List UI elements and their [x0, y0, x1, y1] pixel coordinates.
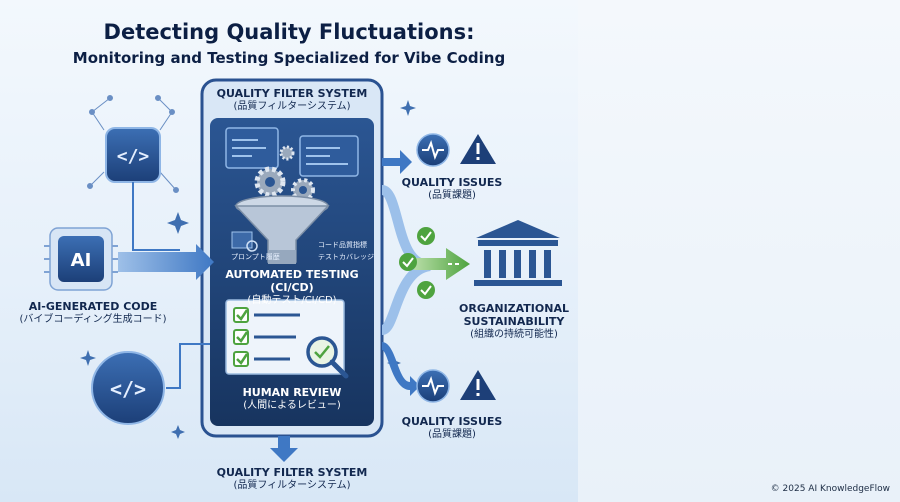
filter-system-bottom-en: QUALITY FILTER SYSTEM [216, 466, 368, 479]
magnifier-icon [246, 240, 258, 252]
institution-icon [474, 220, 562, 286]
gear-icon [279, 145, 295, 161]
filter-system-bottom-ja: (品質フィルターシステム) [233, 480, 351, 491]
ai-generated-code-en: AI-GENERATED CODE [28, 300, 158, 313]
output-arrow-bottom [382, 342, 420, 396]
human-review-label: HUMAN REVIEW (人間によるレビュー) [210, 386, 374, 412]
gear-icon [291, 178, 315, 202]
network-dots [87, 95, 179, 193]
code-icon-glyph: </> [110, 377, 146, 401]
org-line1: ORGANIZATIONAL [459, 302, 569, 315]
code-icon-glyph: </> [117, 146, 150, 167]
gear-icon [254, 166, 286, 198]
green-arrow [414, 248, 470, 280]
automated-testing-ja: (自動テスト/CI/CD) [247, 295, 337, 306]
pulse-icon [416, 133, 450, 167]
test-coverage-label: テストカバレッジ [318, 253, 374, 261]
warning-icon [460, 370, 496, 400]
code-window-icon [225, 127, 279, 169]
human-review-ja: (人間によるレビュー) [243, 400, 341, 411]
automated-testing-label: AUTOMATED TESTING (CI/CD) (自動テスト/CI/CD) [210, 268, 374, 307]
connector-line [166, 343, 210, 389]
quality-issues-top-en: QUALITY ISSUES [401, 176, 503, 189]
code-icon [91, 351, 165, 425]
organizational-sustainability-label: ORGANIZATIONAL SUSTAINABILITY (組織の持続可能性) [452, 302, 576, 341]
ai-chip-label: AI [71, 250, 92, 271]
connector-line [132, 182, 180, 251]
filter-system-top-label: QUALITY FILTER SYSTEM (品質フィルターシステム) [202, 87, 382, 113]
org-ja: (組織の持続可能性) [470, 329, 558, 340]
ai-generated-code-ja: (バイブコーディング生成コード) [19, 314, 167, 325]
org-line2: SUSTAINABILITY [463, 315, 565, 328]
code-window-icon [299, 135, 359, 177]
flow-diagram: </> AI </> [44, 78, 562, 462]
page-subtitle: Monitoring and Testing Specialized for V… [72, 49, 506, 67]
ai-generated-code-label: AI-GENERATED CODE (バイブコーディング生成コード) [8, 300, 178, 326]
code-metric-label: コード品質指標 [318, 241, 367, 249]
down-arrow [270, 436, 298, 462]
quality-issues-top-ja: (品質課題) [428, 190, 476, 201]
right-background-panel [578, 0, 900, 502]
human-review-en: HUMAN REVIEW [242, 386, 342, 399]
ai-chip-icon [44, 227, 118, 291]
copyright-text: © 2025 AI KnowledgeFlow [770, 484, 890, 494]
funnel-icon [234, 195, 330, 264]
input-arrow [118, 244, 214, 280]
check-icon [399, 253, 417, 271]
filter-system-top-en: QUALITY FILTER SYSTEM [216, 87, 368, 100]
prompt-history-icon [231, 231, 253, 249]
quality-issues-top-label: QUALITY ISSUES (品質課題) [400, 176, 504, 202]
check-icon [417, 227, 435, 245]
pulse-icon [416, 369, 450, 403]
quality-issues-bottom-label: QUALITY ISSUES (品質課題) [400, 415, 504, 441]
prompt-history-label: プロンプト履歴 [231, 253, 280, 261]
filter-system-top-ja: (品質フィルターシステム) [233, 101, 351, 112]
warning-icon [460, 134, 496, 164]
quality-issues-bottom-en: QUALITY ISSUES [401, 415, 503, 428]
magnifier-icon [306, 336, 349, 379]
quality-issues-bottom-ja: (品質課題) [428, 429, 476, 440]
filter-system-bottom-label: QUALITY FILTER SYSTEM (品質フィルターシステム) [192, 466, 392, 492]
output-arrow-top [382, 150, 412, 174]
check-icon [417, 281, 435, 299]
page-title: Detecting Quality Fluctuations: [103, 20, 475, 44]
automated-testing-en: AUTOMATED TESTING (CI/CD) [225, 268, 359, 294]
